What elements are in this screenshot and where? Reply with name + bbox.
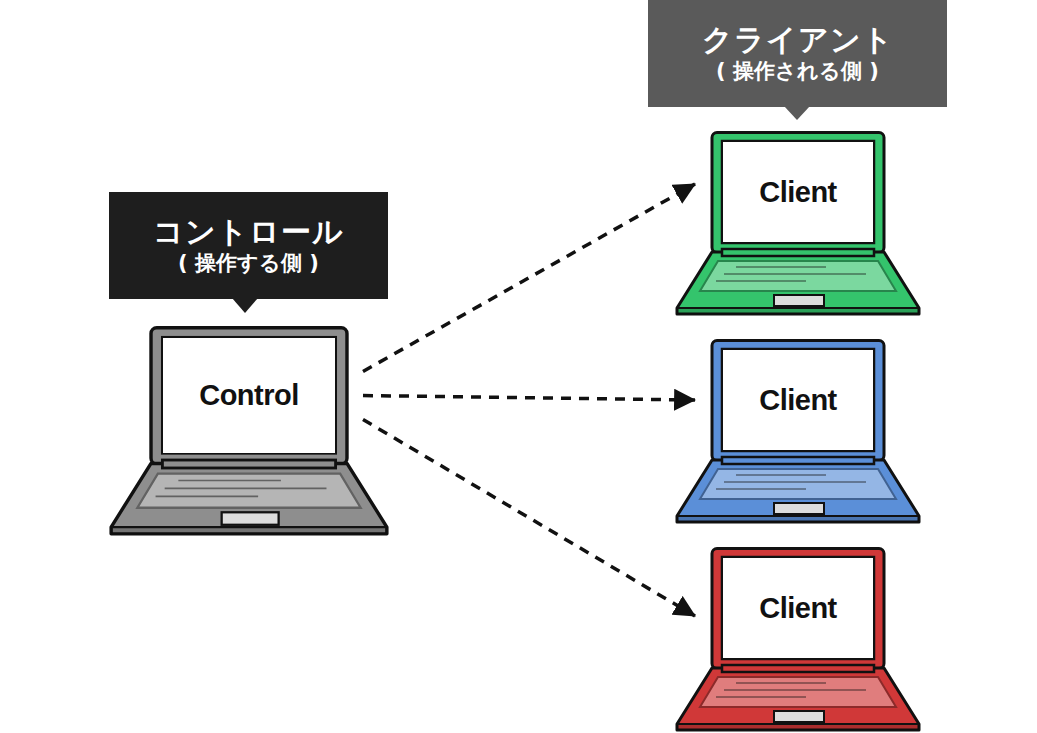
client-laptop-red xyxy=(677,549,919,731)
dashed-arrow xyxy=(363,184,695,372)
node-subtitle: ( 操作する側 ) xyxy=(178,250,319,277)
callout-box: コントロール( 操作する側 ) xyxy=(109,192,388,299)
node-title: Client xyxy=(759,592,837,625)
node-title: Client xyxy=(759,384,837,417)
client-laptop-green xyxy=(677,133,919,315)
dashed-arrow xyxy=(363,420,695,617)
node-title: Control xyxy=(199,379,299,412)
client-laptop-blue xyxy=(677,341,919,523)
callout-pointer xyxy=(232,298,258,313)
node-title: クライアント xyxy=(702,22,894,58)
callout-pointer xyxy=(784,106,810,120)
node-title: Client xyxy=(759,176,837,209)
callout-box: クライアント( 操作される側 ) xyxy=(648,0,947,107)
laptop-screen: Control xyxy=(163,338,335,453)
dashed-arrow xyxy=(363,396,695,401)
node-subtitle: ( 操作される側 ) xyxy=(716,58,879,85)
node-title: コントロール xyxy=(153,214,344,250)
laptop-screen: Client xyxy=(723,142,873,242)
laptop-screen: Client xyxy=(723,558,873,658)
control-laptop xyxy=(111,328,387,534)
laptop-screen: Client xyxy=(723,350,873,450)
